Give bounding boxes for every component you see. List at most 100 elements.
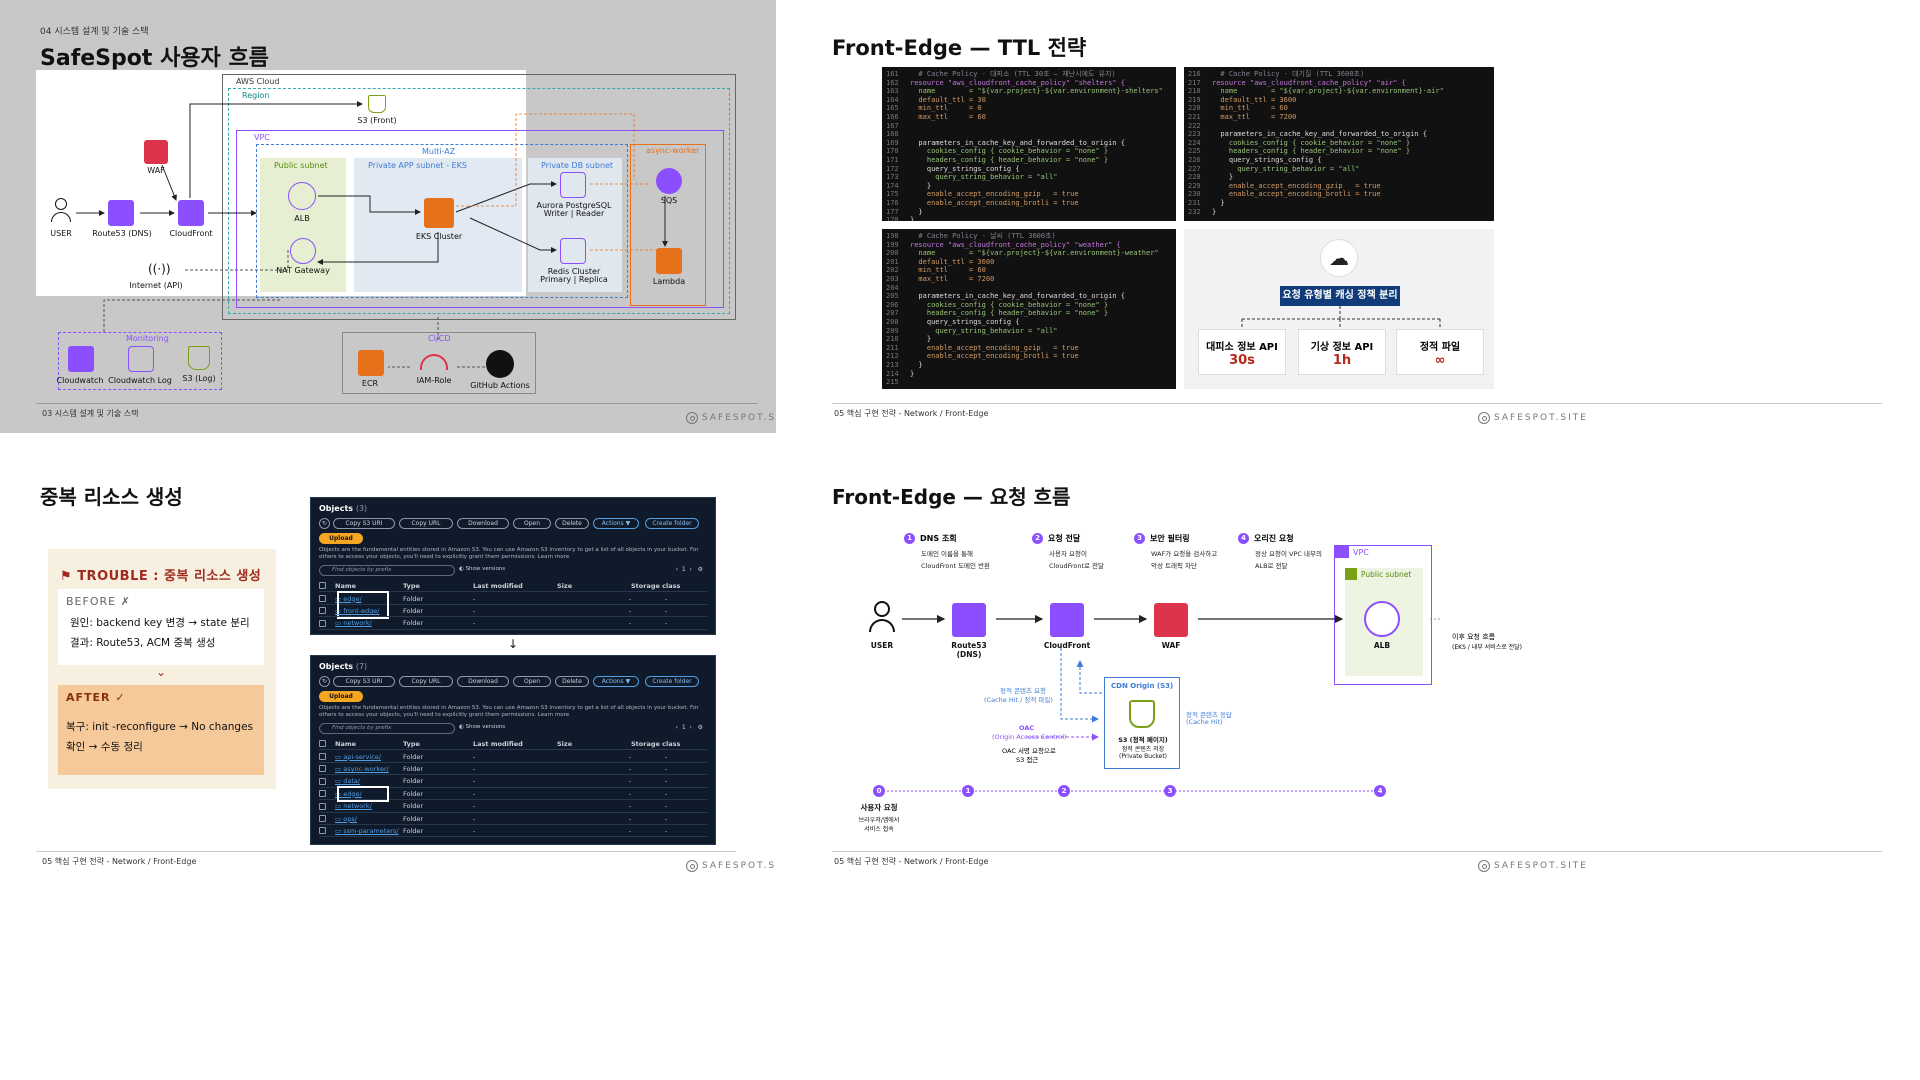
row-checkbox[interactable] [319, 827, 326, 835]
code-line: 216 # Cache Policy - 대기질 (TTL 3600초) [1188, 70, 1365, 78]
code-line: 220 min_ttl = 60 [1188, 104, 1288, 113]
timeline-node: 1 [962, 785, 974, 797]
show-versions-toggle[interactable]: ◐ Show versions [459, 724, 506, 730]
private-db-group [528, 158, 622, 292]
code-line: 176 enable_accept_encoding_brotli = true [886, 198, 1079, 207]
row-checkbox[interactable] [319, 619, 326, 627]
code-line: 166 max_ttl = 60 [886, 112, 986, 121]
code-line: 209 query_string_behavior = "all" [886, 326, 1058, 335]
s3-action-button[interactable]: Copy URL [399, 518, 453, 529]
after-box: AFTER ✓ 복구: init -reconfigure → No chang… [58, 685, 264, 775]
row-checkbox[interactable] [319, 777, 326, 785]
s3-action-button[interactable]: Create folder [645, 676, 699, 687]
row-checkbox[interactable] [319, 765, 326, 773]
code-line: 207 headers_config { header_behavior = "… [886, 309, 1109, 318]
upload-button[interactable]: Upload [319, 533, 363, 544]
s3-log-icon [188, 346, 210, 370]
alb-icon [1364, 601, 1400, 637]
waf-label: WAF [147, 166, 165, 175]
next-flow-label: 이후 요청 흐름 [1452, 633, 1496, 641]
row-checkbox[interactable] [319, 607, 326, 615]
s3-action-button[interactable]: Copy S3 URI [333, 518, 395, 529]
s3-action-button[interactable]: Copy S3 URI [333, 676, 395, 687]
folder-link[interactable]: ▭ ops/ [335, 814, 357, 823]
s3-action-button[interactable]: Delete [555, 676, 589, 687]
row-checkbox[interactable] [319, 753, 326, 760]
refresh-icon[interactable]: ↻ [319, 676, 330, 687]
show-versions-toggle[interactable]: ◐ Show versions [459, 566, 506, 572]
code-line: 228 } [1188, 173, 1234, 182]
slide-user-flow: 04 시스템 설계 및 기술 스택 SafeSpot 사용자 흐름 AWS Cl… [0, 0, 776, 433]
s3-action-button[interactable]: Create folder [645, 518, 699, 529]
folder-link[interactable]: ▭ front-edge/ [335, 606, 380, 615]
s3-action-button[interactable]: Actions ▼ [593, 518, 639, 529]
folder-link[interactable]: ▭ api-service/ [335, 752, 381, 761]
pagination[interactable]: ‹ 1 › ⚙ [675, 724, 703, 731]
upload-button[interactable]: Upload [319, 691, 363, 702]
folder-link[interactable]: ▭ network/ [335, 619, 372, 628]
refresh-icon[interactable]: ↻ [319, 518, 330, 529]
s3-action-button[interactable]: Open [513, 676, 551, 687]
slide-title: Front-Edge — TTL 전략 [832, 36, 1087, 60]
s3-action-button[interactable]: Actions ▼ [593, 676, 639, 687]
s3-action-button[interactable]: Delete [555, 518, 589, 529]
brand: SAFESPOT.SITE [686, 860, 776, 872]
search-input[interactable]: Find objects by prefix [319, 565, 455, 576]
user-icon [868, 601, 896, 635]
s3-action-button[interactable]: Download [457, 676, 509, 687]
code-line: 165 min_ttl = 0 [886, 104, 982, 113]
timeline-node: 0 [873, 785, 885, 797]
step-desc: 정상 요청이 VPC 내부의 [1255, 550, 1322, 558]
code-line: 164 default_ttl = 30 [886, 95, 986, 104]
code-line: 232} [1188, 207, 1217, 216]
timeline-node: 2 [1058, 785, 1070, 797]
table-row: ▭ ssm-parameters/Folder--- [319, 825, 707, 838]
s3-action-button[interactable]: Open [513, 518, 551, 529]
async-worker-label: async-worker [646, 146, 700, 155]
github-label: GitHub Actions [470, 381, 530, 390]
lambda-icon [656, 248, 682, 274]
folder-link[interactable]: ▭ data/ [335, 777, 361, 786]
code-block-shelters: 161 # Cache Policy - 대피소 (TTL 30초 — 재난시에… [882, 67, 1176, 221]
section-label: 04 시스템 설계 및 기술 스택 [40, 27, 149, 37]
cloudwatch-icon [68, 346, 94, 372]
private-db-label: Private DB subnet [541, 161, 614, 170]
s3-action-button[interactable]: Copy URL [399, 676, 453, 687]
cloudwatch-log-icon [128, 346, 154, 372]
row-checkbox[interactable] [319, 815, 326, 822]
row-checkbox[interactable] [319, 802, 326, 810]
code-line: 215 [886, 378, 899, 387]
footer: 05 핵심 구현 전략 - Network / Front-Edge [42, 857, 197, 866]
code-line: 201 default_ttl = 3600 [886, 257, 995, 266]
folder-link[interactable]: ▭ ssm-parameters/ [335, 826, 399, 835]
pagination[interactable]: ‹ 1 › ⚙ [675, 566, 703, 573]
ttl-card-label: 정적 파일 [1419, 342, 1461, 353]
folder-link[interactable]: ▭ network/ [335, 802, 372, 811]
row-checkbox[interactable] [319, 790, 326, 798]
ecr-label: ECR [361, 379, 379, 388]
timeline-node: 4 [1374, 785, 1386, 797]
sqs-icon [656, 168, 682, 194]
folder-link[interactable]: ▭ async-worker/ [335, 764, 389, 773]
static-request-label: 정적 콘텐츠 요청 [1000, 687, 1046, 695]
table-row: ▭ api-service/Folder--- [319, 751, 707, 763]
step-desc: CloudFront로 전달 [1049, 562, 1105, 570]
table-row: ▭ network/Folder--- [319, 618, 707, 630]
s3-action-button[interactable]: Download [457, 518, 509, 529]
search-input[interactable]: Find objects by prefix [319, 723, 455, 734]
before-box: BEFORE ✗ 원인: backend key 변경 → state 분리 결… [58, 589, 264, 665]
code-line: 171 headers_config { header_behavior = "… [886, 155, 1109, 164]
static-response-sub: (Cache Hit) [1186, 718, 1223, 726]
row-checkbox[interactable] [319, 595, 326, 602]
redis-label-2: Primary | Replica [540, 275, 608, 284]
brand: SAFESPOT.SITE [1478, 412, 1588, 424]
